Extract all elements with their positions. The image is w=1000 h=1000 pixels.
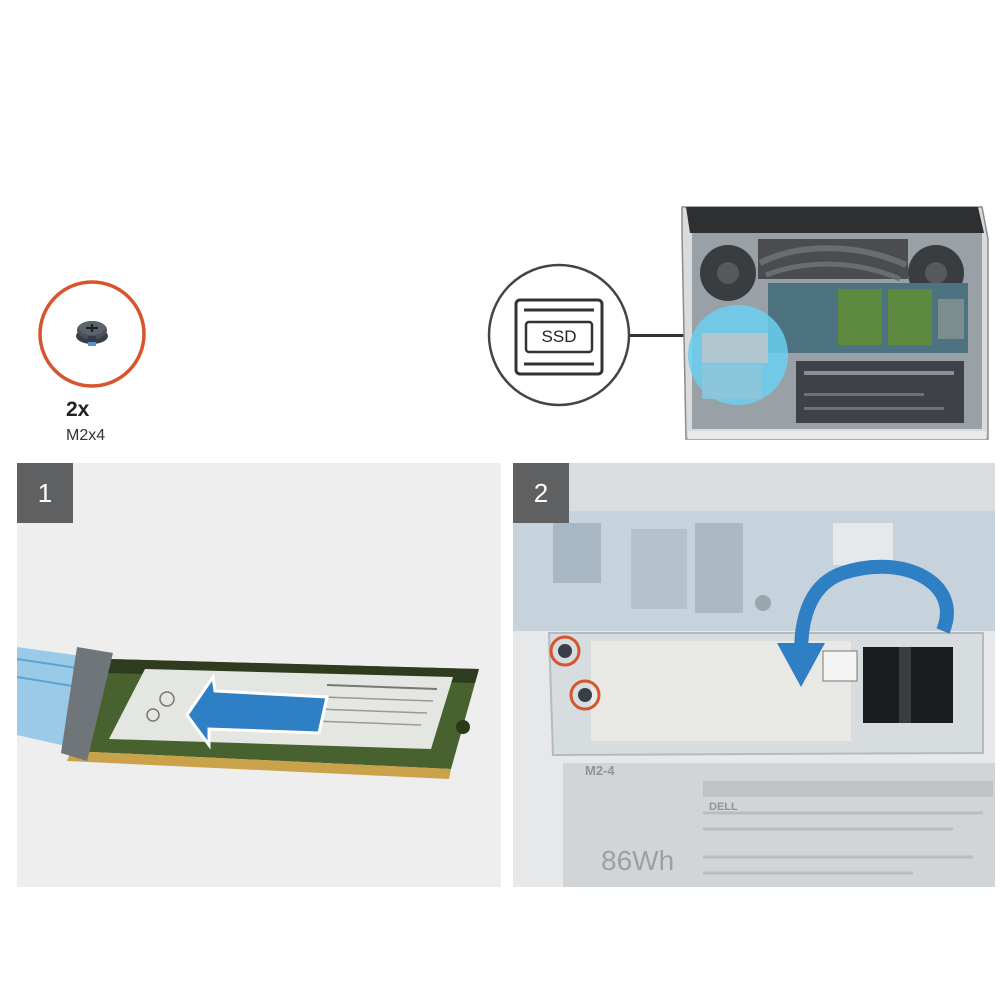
screw-quantity: 2x	[66, 398, 90, 421]
slide-arrow	[185, 672, 329, 750]
screw-marker-2	[569, 679, 601, 711]
laptop-battery	[796, 361, 964, 423]
step-2-badge: 2	[513, 463, 569, 523]
laptop-overview-image	[678, 203, 992, 445]
ssd-leader-line	[630, 334, 692, 337]
m2-slot-label: M2-4	[585, 763, 615, 778]
step-1-badge: 1	[17, 463, 73, 523]
screw-marker-1	[549, 635, 581, 667]
step-1-panel: 1	[17, 463, 501, 887]
screw-icon	[38, 280, 146, 388]
ssd-removal-illustration	[17, 647, 479, 779]
ssd-bay-illustration	[513, 463, 995, 887]
ssd-badge: SSD	[486, 262, 632, 408]
flip-arrow	[794, 559, 954, 654]
ssd-drive-icon	[514, 298, 604, 376]
step-2-panel: M2-4 DELL 86Wh 2	[513, 463, 995, 887]
ssd-badge-label: SSD	[541, 327, 577, 346]
screw-size-label: M2x4	[66, 427, 106, 444]
battery-brand: DELL	[709, 801, 738, 813]
screw-callout	[36, 278, 148, 390]
battery-capacity: 86Wh	[601, 845, 675, 876]
